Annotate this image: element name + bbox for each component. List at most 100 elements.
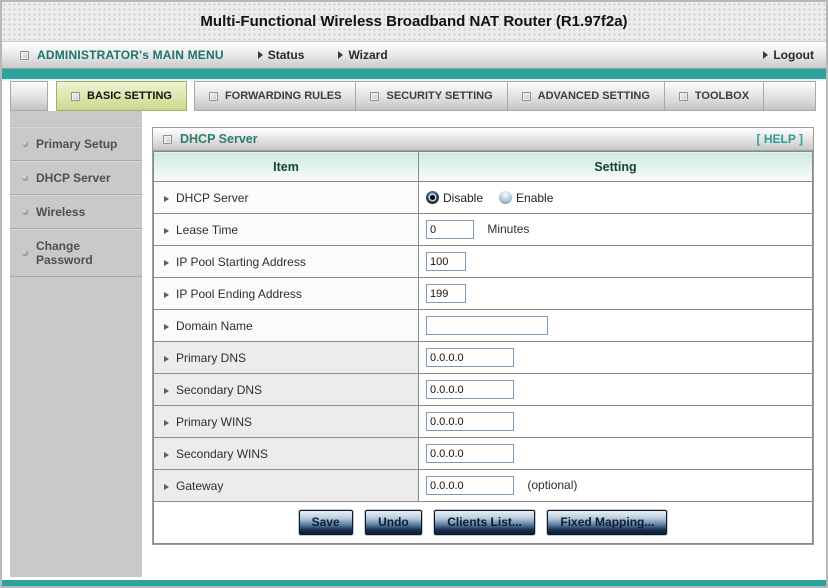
row-domain-name: Domain Name — [153, 309, 813, 342]
sidebar-item-wireless[interactable]: Wireless — [10, 195, 142, 229]
page-title: Multi-Functional Wireless Broadband NAT … — [200, 13, 628, 30]
row-lease-time: Lease Time Minutes — [153, 213, 813, 246]
row-ip-pool-end: IP Pool Ending Address — [153, 277, 813, 310]
row-setting-cell — [418, 405, 813, 438]
sidebar-item-primary-setup[interactable]: Primary Setup — [10, 127, 142, 161]
sidebar-spacer — [10, 111, 142, 127]
row-label-cell: DHCP Server — [153, 181, 419, 214]
square-bullet-icon — [521, 91, 531, 101]
help-link[interactable]: [ HELP ] — [756, 132, 803, 146]
row-setting-cell — [418, 341, 813, 374]
arrow-right-icon — [164, 291, 169, 298]
fixed-mapping-button[interactable]: Fixed Mapping... — [547, 510, 668, 535]
undo-button[interactable]: Undo — [365, 510, 422, 535]
ip-pool-end-input[interactable] — [426, 284, 466, 303]
dhcp-radio-group: Disable Enable — [426, 191, 812, 205]
column-header-item: Item — [153, 151, 419, 182]
tab-bar: BASIC SETTING FORWARDING RULES SECURITY … — [2, 81, 826, 111]
row-setting-cell: (optional) — [418, 469, 813, 502]
row-gateway: Gateway (optional) — [153, 469, 813, 502]
row-label-cell: Secondary WINS — [153, 437, 419, 470]
square-bullet-icon — [370, 91, 380, 101]
teal-divider-bar — [2, 69, 826, 81]
dhcp-enable-option[interactable]: Enable — [499, 191, 553, 205]
radio-selected-icon[interactable] — [426, 191, 439, 204]
sidebar: Primary Setup DHCP Server Wireless Chang… — [10, 111, 142, 577]
arrow-right-icon — [164, 419, 169, 426]
main-area: DHCP Server [ HELP ] Item Setting DHCP S… — [142, 111, 826, 577]
row-primary-dns: Primary DNS — [153, 341, 813, 374]
bullet-icon — [22, 209, 28, 215]
arrow-right-icon — [164, 355, 169, 362]
arrow-right-icon — [164, 451, 169, 458]
row-label-cell: Domain Name — [153, 309, 419, 342]
menu-bar: ADMINISTRATOR's MAIN MENU Status Wizard … — [2, 42, 826, 69]
bullet-icon — [22, 141, 28, 147]
arrow-right-icon — [164, 259, 169, 266]
row-label-cell: Primary DNS — [153, 341, 419, 374]
gateway-input[interactable] — [426, 476, 514, 495]
sidebar-item-dhcp-server[interactable]: DHCP Server — [10, 161, 142, 195]
square-bullet-icon — [678, 91, 688, 101]
main-menu-label: ADMINISTRATOR's MAIN MENU — [37, 48, 224, 62]
row-setting-cell — [418, 277, 813, 310]
bullet-icon — [22, 175, 28, 181]
logout-link[interactable]: Logout — [763, 48, 814, 62]
radio-unselected-icon[interactable] — [499, 191, 513, 204]
content-area: Primary Setup DHCP Server Wireless Chang… — [2, 111, 826, 577]
column-header-setting: Setting — [418, 151, 813, 182]
arrow-right-icon — [257, 51, 263, 59]
row-label-cell: Secondary DNS — [153, 373, 419, 406]
lease-time-unit: Minutes — [487, 221, 530, 236]
row-secondary-dns: Secondary DNS — [153, 373, 813, 406]
tab-security-setting[interactable]: SECURITY SETTING — [356, 81, 508, 111]
arrow-right-icon — [164, 323, 169, 330]
tab-basic-setting[interactable]: BASIC SETTING — [56, 81, 187, 111]
row-setting-cell: Disable Enable — [418, 181, 813, 214]
row-setting-cell — [418, 437, 813, 470]
arrow-right-icon — [164, 483, 169, 490]
secondary-wins-input[interactable] — [426, 444, 514, 463]
clients-list-button[interactable]: Clients List... — [434, 510, 535, 535]
tab-advanced-setting[interactable]: ADVANCED SETTING — [507, 81, 665, 111]
domain-name-input[interactable] — [426, 316, 548, 335]
row-label-cell: Primary WINS — [153, 405, 419, 438]
arrow-right-icon — [338, 51, 344, 59]
row-primary-wins: Primary WINS — [153, 405, 813, 438]
primary-dns-input[interactable] — [426, 348, 514, 367]
tab-toolbox[interactable]: TOOLBOX — [664, 81, 765, 111]
row-dhcp-server: DHCP Server Disable Enable — [153, 181, 813, 214]
row-ip-pool-start: IP Pool Starting Address — [153, 245, 813, 278]
sidebar-item-change-password[interactable]: Change Password — [10, 229, 142, 277]
table-header-row: Item Setting — [153, 151, 813, 182]
tab-forwarding-rules[interactable]: FORWARDING RULES — [193, 81, 357, 111]
panel-title: DHCP Server — [180, 132, 258, 146]
row-setting-cell — [418, 245, 813, 278]
row-label-cell: IP Pool Starting Address — [153, 245, 419, 278]
row-setting-cell — [418, 373, 813, 406]
arrow-right-icon — [164, 227, 169, 234]
row-setting-cell — [418, 309, 813, 342]
button-row: Save Undo Clients List... Fixed Mapping.… — [153, 501, 813, 544]
gateway-optional-note: (optional) — [527, 477, 578, 492]
row-label-cell: Gateway — [153, 469, 419, 502]
save-button[interactable]: Save — [298, 510, 353, 535]
arrow-right-icon — [763, 51, 769, 59]
square-bullet-icon — [71, 91, 80, 101]
panel-header: DHCP Server [ HELP ] — [153, 128, 813, 151]
square-bullet-icon — [163, 134, 172, 144]
primary-wins-input[interactable] — [426, 412, 514, 431]
menu-item-wizard[interactable]: Wizard — [338, 48, 388, 62]
ip-pool-start-input[interactable] — [426, 252, 466, 271]
lease-time-input[interactable] — [426, 220, 474, 239]
secondary-dns-input[interactable] — [426, 380, 514, 399]
dhcp-disable-option[interactable]: Disable — [426, 191, 483, 205]
arrow-right-icon — [164, 195, 169, 202]
row-label-cell: IP Pool Ending Address — [153, 277, 419, 310]
bottom-teal-bar — [2, 580, 826, 586]
menu-item-status[interactable]: Status — [257, 48, 304, 62]
settings-table: Item Setting DHCP Server Disable — [153, 151, 813, 544]
row-label-cell: Lease Time — [153, 213, 419, 246]
row-secondary-wins: Secondary WINS — [153, 437, 813, 470]
